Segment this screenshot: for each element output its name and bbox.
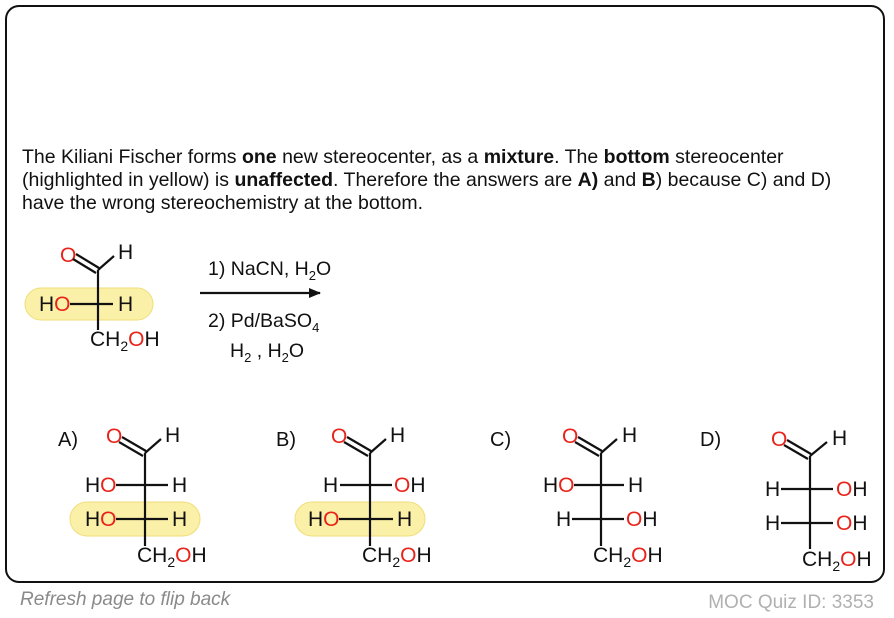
ch2oh-group: CH2OH [802,548,872,574]
hydroxyl-left: HO [39,293,71,316]
hydroxyl-right: OH [836,478,868,501]
hydrogen-left-bottom: H [765,512,780,535]
option-a-label: A) [58,429,78,451]
option-d: D) O H H OH H OH CH2OH [700,427,872,574]
option-d-label: D) [700,429,721,451]
explanation-text: The Kiliani Fischer forms one new stereo… [22,146,832,214]
hydroxyl-left-bottom: HO [308,508,340,531]
hydroxyl-right: OH [394,474,426,497]
option-b-label: B) [276,429,296,451]
aldehyde-hydrogen: H [622,424,637,447]
aldehyde-oxygen: O [60,244,76,267]
quiz-id: MOC Quiz ID: 3353 [708,592,874,613]
hydrogen-left: H [323,474,338,497]
ch2oh-group: CH2OH [593,544,663,570]
ch2oh-group: CH2OH [137,544,207,570]
hydrogen-right-bottom: H [172,508,187,531]
aldehyde-hydrogen: H [832,427,847,450]
aldehyde-hydrogen: H [390,424,405,447]
hydroxyl-left: HO [85,474,117,497]
ch2oh-group: CH2OH [90,328,160,354]
option-c: C) O H HO H H OH CH2OH [490,424,663,570]
aldehyde-hydrogen: H [165,424,180,447]
step-1-label: 1) NaCN, H2O [208,258,331,283]
hydroxyl-left: HO [543,474,575,497]
aldehyde-oxygen: O [562,425,578,448]
hydroxyl-right-bottom: OH [836,512,868,535]
reaction-conditions: 1) NaCN, H2O 2) Pd/BaSO4 H2 , H2O [200,258,331,365]
hydrogen-left: H [765,478,780,501]
hydroxyl-left-bottom: HO [85,508,117,531]
hydrogen-right: H [172,474,187,497]
hydrogen-right-bottom: H [397,508,412,531]
option-c-label: C) [490,429,511,451]
refresh-hint: Refresh page to flip back [20,589,231,610]
step-2-label: 2) Pd/BaSO4 [208,310,319,335]
starting-material: O H HO H CH2OH [24,241,160,354]
aldehyde-oxygen: O [331,425,347,448]
hydrogen-left-bottom: H [556,508,571,531]
option-a: A) O H HO H HO H CH2OH [58,424,207,570]
hydrogen-right: H [118,293,133,316]
aldehyde-oxygen: O [771,428,787,451]
hydrogen-right: H [628,474,643,497]
step-3-label: H2 , H2O [230,340,304,365]
aldehyde-oxygen: O [106,425,122,448]
option-b: B) O H H OH HO H CH2OH [276,424,432,570]
quiz-card [5,5,885,583]
ch2oh-group: CH2OH [362,544,432,570]
hydroxyl-right-bottom: OH [626,508,658,531]
aldehyde-hydrogen: H [118,241,133,264]
